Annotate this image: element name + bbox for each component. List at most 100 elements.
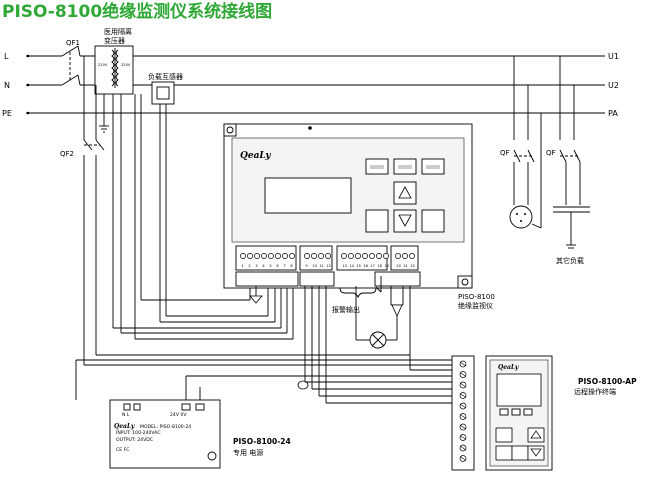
terminal-screw <box>376 253 382 259</box>
line-label-u2: U2 <box>608 81 619 90</box>
power-model-label: MODEL: PISO-8100-24 <box>140 424 191 430</box>
terminal-number: 7 <box>283 264 285 268</box>
alarm-output <box>339 276 411 355</box>
unit-caption-2: 绝缘监视仪 <box>458 301 493 310</box>
remote-down-button[interactable] <box>527 445 545 461</box>
screw-slot <box>459 456 467 461</box>
terminal-screw <box>268 253 274 259</box>
screw-slot <box>459 393 467 398</box>
screw-slot <box>459 372 467 377</box>
svg-text:220V: 220V <box>98 63 108 67</box>
unit-caption-1: PISO-8100 <box>458 293 495 301</box>
screw-slot <box>459 435 467 440</box>
terminal-screw <box>341 253 347 259</box>
terminal-number: 9 <box>305 264 308 268</box>
monitor-unit <box>223 123 473 289</box>
test-button[interactable] <box>421 209 445 233</box>
line-label-pe: PE <box>2 109 12 118</box>
terminal-number: 5 <box>269 264 271 268</box>
screw-slot <box>459 361 467 367</box>
terminal-screw <box>275 253 281 259</box>
remote-button-1[interactable] <box>495 427 513 443</box>
terminal-number: 16 <box>363 264 368 268</box>
remote-button-2[interactable] <box>495 445 513 461</box>
terminal-screw <box>318 253 324 259</box>
lcd-display <box>264 177 352 214</box>
terminal-number: 8 <box>290 264 293 268</box>
reset-button[interactable] <box>365 209 389 233</box>
down-arrow-icon <box>398 214 412 227</box>
terminal-screw <box>355 253 361 259</box>
terminal-screw <box>304 253 310 259</box>
terminal-screw <box>261 253 267 259</box>
svg-text:INPUT: 100-240VAC: INPUT: 100-240VAC <box>116 430 161 436</box>
qf-right-label-2: QF <box>546 149 556 157</box>
power-supply: N L 24V 0V INPUT: 100-240VAC OUTPUT: 24V… <box>109 399 221 469</box>
remote-terminal <box>451 355 553 471</box>
remote-lcd <box>496 373 542 407</box>
terminal-number: 14 <box>349 264 354 268</box>
remote-caption-1: PISO-8100-AP <box>578 377 637 386</box>
up-arrow-icon <box>398 186 412 199</box>
terminal-screw <box>325 253 331 259</box>
svg-text:OUTPUT: 24VDC: OUTPUT: 24VDC <box>116 437 153 443</box>
terminal-number: 12 <box>326 264 331 268</box>
qf-right-label-1: QF <box>500 149 510 157</box>
transformer-label-2: 变压器 <box>104 36 125 45</box>
unit-brand-logo: QeaLy <box>240 151 271 161</box>
remote-up-button[interactable] <box>527 427 545 443</box>
terminal-screw <box>247 253 253 259</box>
terminal-number: 3 <box>255 264 257 268</box>
terminal-number: 4 <box>262 264 265 268</box>
terminal-number: 19 <box>384 264 389 268</box>
terminal-number: 11 <box>319 264 324 268</box>
terminal-number: 1 <box>241 264 243 268</box>
terminal-number: 13 <box>342 264 347 268</box>
terminal-screw <box>383 253 389 259</box>
terminal-number: 17 <box>370 264 375 268</box>
diagram-title: PISO-8100绝缘监测仪系统接线图 <box>2 1 272 22</box>
remote-brand-logo: QeaLy <box>498 364 519 371</box>
power-brand-logo: QeaLy <box>114 423 135 430</box>
svg-text:CE FC: CE FC <box>116 447 129 453</box>
terminal-screw <box>369 253 375 259</box>
load-transformer-label: 负载互感器 <box>148 72 183 81</box>
svg-text:N L: N L <box>122 412 130 418</box>
feed-wires <box>112 94 294 340</box>
remote-enter-button[interactable] <box>511 445 529 461</box>
comm-wires <box>75 286 452 404</box>
qf1-label: QF1 <box>66 39 80 47</box>
terminal-number: 6 <box>276 264 279 268</box>
terminal-number: 22 <box>410 264 415 268</box>
remote-caption-2: 远程操作终端 <box>574 387 616 396</box>
qf2-label: QF2 <box>60 150 74 158</box>
svg-text:24V 0V: 24V 0V <box>170 412 187 418</box>
terminal-screw <box>395 253 401 259</box>
load-current-transformer <box>151 81 175 322</box>
ground-symbol-left <box>249 286 263 304</box>
terminal-screw <box>289 253 295 259</box>
terminal-screw <box>402 253 408 259</box>
terminal-screw <box>409 253 415 259</box>
line-label-n: N <box>4 81 10 90</box>
terminal-screw <box>362 253 368 259</box>
alarm-output-label: 报警输出 <box>332 305 360 314</box>
right-loads <box>509 56 590 249</box>
breaker-qf2 <box>83 56 105 365</box>
up-button[interactable] <box>393 181 417 205</box>
down-button[interactable] <box>393 209 417 233</box>
line-label-l: L <box>4 52 9 61</box>
screw-slot <box>459 445 467 451</box>
terminal-number: 21 <box>403 264 408 268</box>
remote-terminal-strip <box>459 360 467 462</box>
screw-slot <box>459 414 467 419</box>
screw-slot <box>459 403 467 409</box>
terminal-screw <box>254 253 260 259</box>
breaker-qf1 <box>61 45 81 86</box>
screw-slot <box>459 382 467 388</box>
terminal-number: 18 <box>377 264 382 268</box>
isolation-transformer: 220V 220V <box>80 45 145 133</box>
terminal-screw <box>311 253 317 259</box>
